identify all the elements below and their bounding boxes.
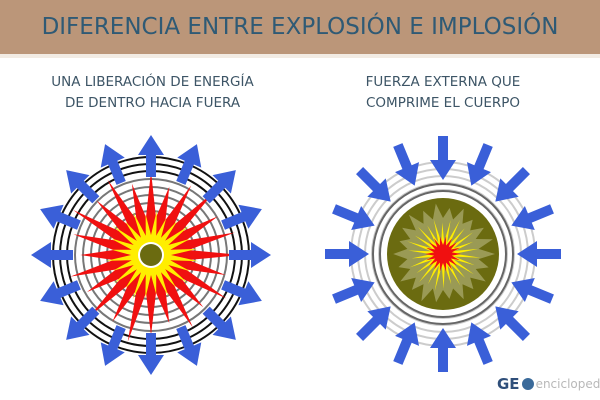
header-divider: [0, 54, 600, 58]
arrow-icon: [466, 322, 493, 365]
arrow-icon: [221, 204, 262, 230]
page-title: DIFERENCIA ENTRE EXPLOSIÓN E IMPLOSIÓN: [41, 14, 559, 40]
globe-icon: [521, 378, 534, 390]
arrow-icon: [325, 241, 369, 267]
arrow-icon: [332, 204, 375, 231]
implosion-caption-line1: FUERZA EXTERNA QUE: [365, 74, 521, 90]
implosion-caption: FUERZA EXTERNA QUE COMPRIME EL CUERPO: [318, 72, 568, 114]
arrow-icon: [221, 280, 262, 306]
arrow-icon: [66, 170, 100, 204]
arrow-icon: [511, 204, 554, 231]
arrow-icon: [495, 306, 530, 341]
arrow-icon: [511, 277, 554, 304]
arrow-icon: [202, 306, 236, 340]
arrow-icon: [40, 280, 81, 306]
arrow-icon: [430, 328, 456, 372]
implosion-red-core: [425, 236, 461, 272]
arrow-icon: [430, 136, 456, 180]
arrow-icon: [393, 322, 420, 365]
arrow-icon: [517, 241, 561, 267]
arrow-icon: [31, 242, 73, 268]
arrow-icon: [466, 143, 493, 186]
arrow-icon: [176, 325, 202, 366]
arrow-icon: [356, 167, 391, 202]
arrow-icon: [138, 333, 164, 375]
explosion-caption: UNA LIBERACIÓN DE ENERGÍA DE DENTRO HACI…: [30, 72, 275, 114]
implosion-diagram: [325, 136, 561, 372]
arrow-icon: [66, 306, 100, 340]
geoenciclopedia-logo: GE enciclopedia: [497, 375, 600, 393]
explosion-caption-line2: DE DENTRO HACIA FUERA: [64, 95, 241, 111]
pressure-ring: [372, 183, 514, 325]
arrow-icon: [202, 170, 236, 204]
arrow-icon: [495, 167, 530, 202]
arrow-icon: [138, 135, 164, 177]
explosion-diagram: [31, 135, 271, 375]
arrow-icon: [356, 306, 391, 341]
explosion-core: [140, 244, 162, 266]
pressure-ring: [379, 190, 507, 318]
arrow-icon: [40, 204, 81, 230]
header-banner: DIFERENCIA ENTRE EXPLOSIÓN E IMPLOSIÓN: [0, 0, 600, 54]
arrow-icon: [229, 242, 271, 268]
arrow-icon: [176, 144, 202, 185]
arrow-icon: [332, 277, 375, 304]
logo-suffix: enciclopedia: [535, 377, 600, 391]
arrow-icon: [100, 325, 126, 366]
arrow-icon: [393, 143, 420, 186]
arrow-icon: [100, 144, 126, 185]
explosion-caption-line1: UNA LIBERACIÓN DE ENERGÍA: [51, 74, 254, 90]
logo-brand: GE: [497, 375, 520, 393]
implosion-caption-line2: COMPRIME EL CUERPO: [366, 95, 520, 111]
